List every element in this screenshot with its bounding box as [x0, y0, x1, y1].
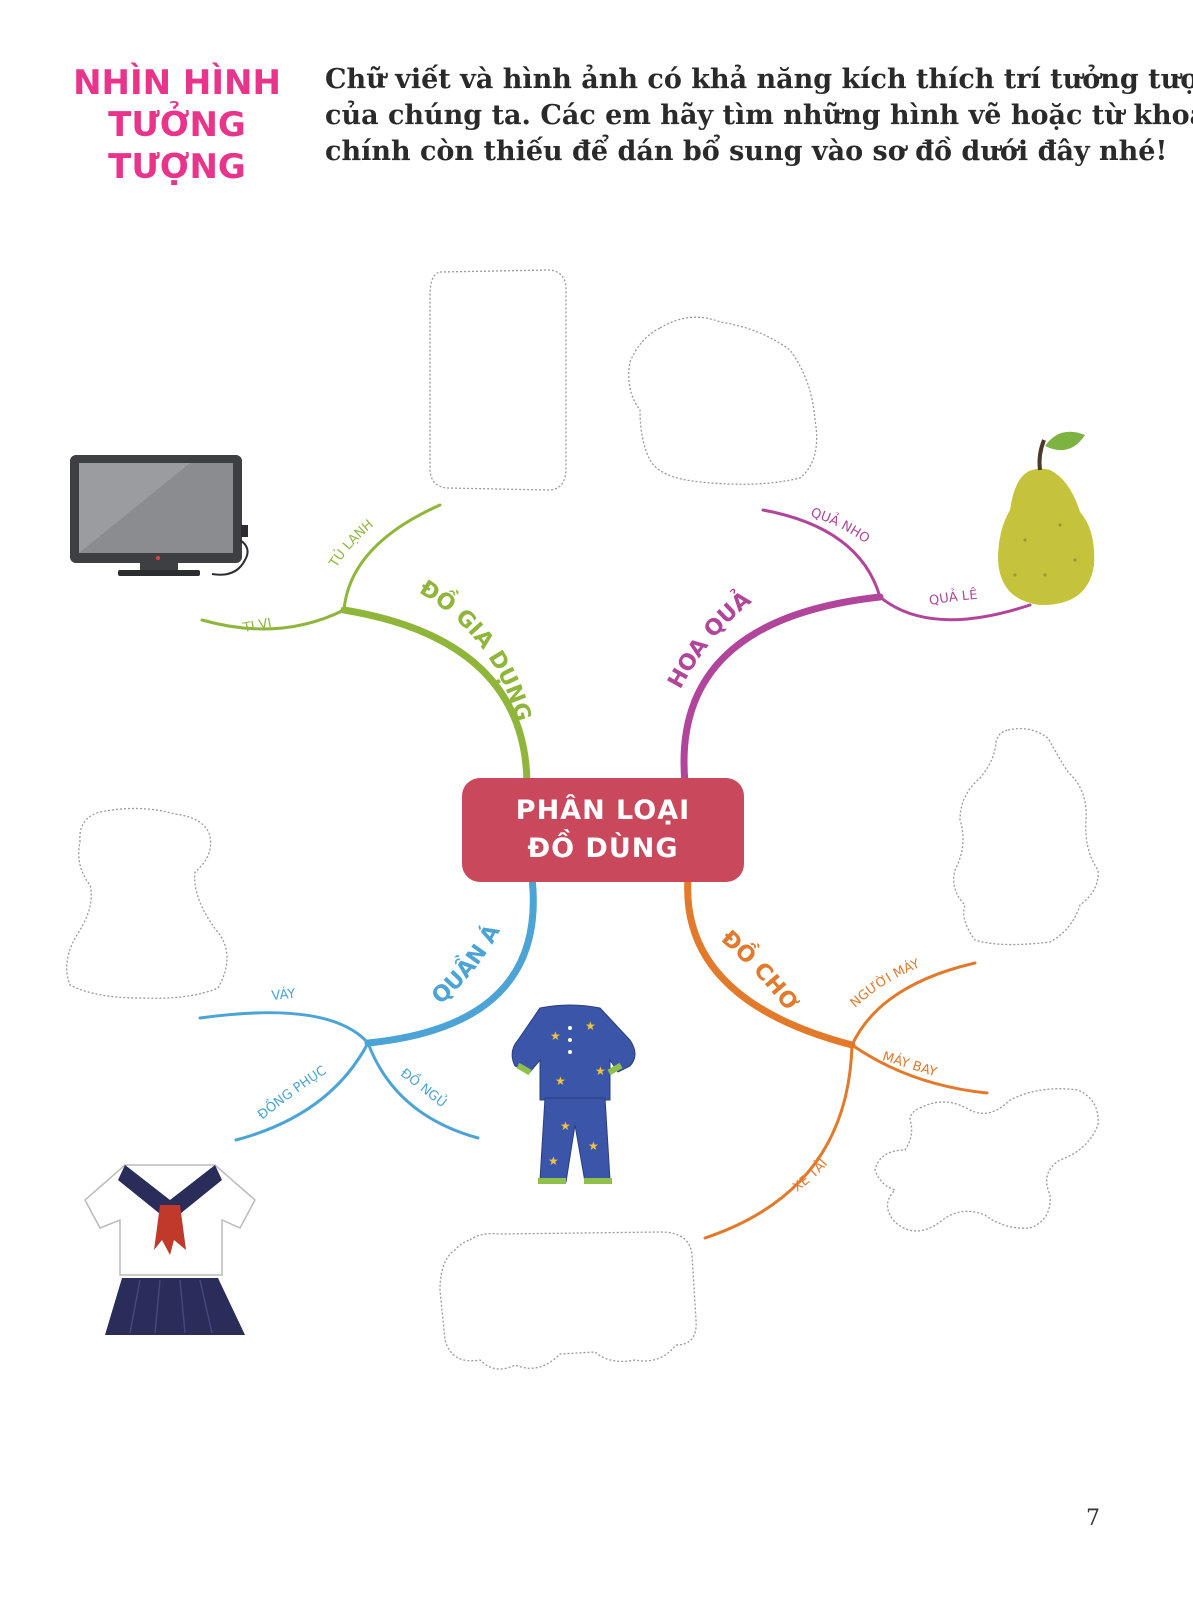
sub-label-do-ngu: ĐỒ NGỦ	[397, 1066, 450, 1111]
pajamas-icon: ★ ★ ★ ★ ★ ★ ★	[511, 1004, 636, 1184]
central-topic-line-2: ĐỒ DÙNG	[527, 833, 679, 864]
svg-text:★: ★	[560, 1119, 571, 1133]
svg-text:★: ★	[548, 1154, 559, 1168]
svg-text:★: ★	[585, 1019, 596, 1033]
branch-household-sub-tulanh	[342, 503, 442, 612]
branch-household	[200, 503, 531, 787]
heading-line-2: TƯỞNG	[108, 105, 246, 145]
intro-line-1: Chữ viết và hình ảnh có khả năng kích th…	[325, 64, 1193, 95]
heading-line-3: TƯỢNG	[108, 147, 246, 187]
branch-toys-sub-xetai	[703, 1043, 854, 1240]
branch-fruit	[680, 508, 1032, 787]
central-topic: PHÂN LOẠI ĐỒ DÙNG	[462, 778, 744, 882]
branch-clothes-sub-dongu	[366, 1041, 480, 1140]
section-heading: NHÌN HÌNH TƯỞNG TƯỢNG	[72, 62, 282, 188]
branch-clothes-sub-vay	[198, 1011, 370, 1045]
school-uniform-icon	[84, 1164, 256, 1335]
branch-toys-main	[684, 874, 856, 1049]
central-topic-line-1: PHÂN LOẠI	[515, 795, 691, 826]
svg-text:★: ★	[555, 1074, 566, 1088]
sub-label-xe-tai: XE TẢI	[790, 1156, 831, 1195]
branch-label-household: ĐỒ GIA DỤNG	[415, 576, 535, 724]
svg-text:★: ★	[588, 1139, 599, 1153]
svg-text:★: ★	[595, 1064, 606, 1078]
sub-label-dong-phuc: ĐỒNG PHỤC	[255, 1063, 329, 1123]
sticker-slots	[66, 269, 1099, 1370]
branch-fruit-sub-quanho	[761, 508, 882, 599]
branch-toys	[684, 874, 989, 1240]
intro-line-3: chính còn thiếu để dán bổ sung vào sơ đồ…	[325, 136, 1168, 167]
intro-line-2: của chúng ta. Các em hãy tìm những hình …	[325, 100, 1193, 131]
tv-icon	[70, 455, 249, 576]
branch-clothes-main	[364, 874, 537, 1047]
sticker-slot-robot[interactable]	[953, 727, 1099, 946]
svg-text:★: ★	[550, 1029, 561, 1043]
sub-label-vay: VÁY	[271, 986, 296, 1004]
sticker-slot-dress[interactable]	[66, 807, 228, 999]
sub-label-tu-lanh: TỦ LẠNH	[326, 517, 376, 571]
branch-household-main	[340, 606, 531, 787]
intro-text: Chữ viết và hình ảnh có khả năng kích th…	[325, 62, 1193, 170]
branch-household-sub-tivi	[200, 608, 346, 631]
branch-fruit-sub-quale	[878, 595, 1032, 622]
branch-clothes	[198, 874, 537, 1142]
sub-label-qua-le: QUẢ LÊ	[928, 587, 978, 609]
sub-label-ti-vi: TI VI	[241, 616, 273, 636]
branch-fruit-main	[680, 593, 884, 787]
sticker-slot-truck[interactable]	[439, 1231, 697, 1370]
branch-toys-sub-maybay	[850, 1043, 989, 1095]
sticker-slot-airplane[interactable]	[874, 1088, 1099, 1232]
branch-toys-sub-nguoimay	[850, 961, 977, 1047]
heading-line-1: NHÌN HÌNH	[73, 63, 281, 103]
branch-clothes-sub-dongphuc	[234, 1041, 370, 1142]
pear-icon	[998, 431, 1095, 606]
sticker-slot-grapes[interactable]	[628, 316, 818, 485]
sticker-slot-fridge[interactable]	[429, 269, 567, 491]
page-number: 7	[1086, 1506, 1100, 1531]
